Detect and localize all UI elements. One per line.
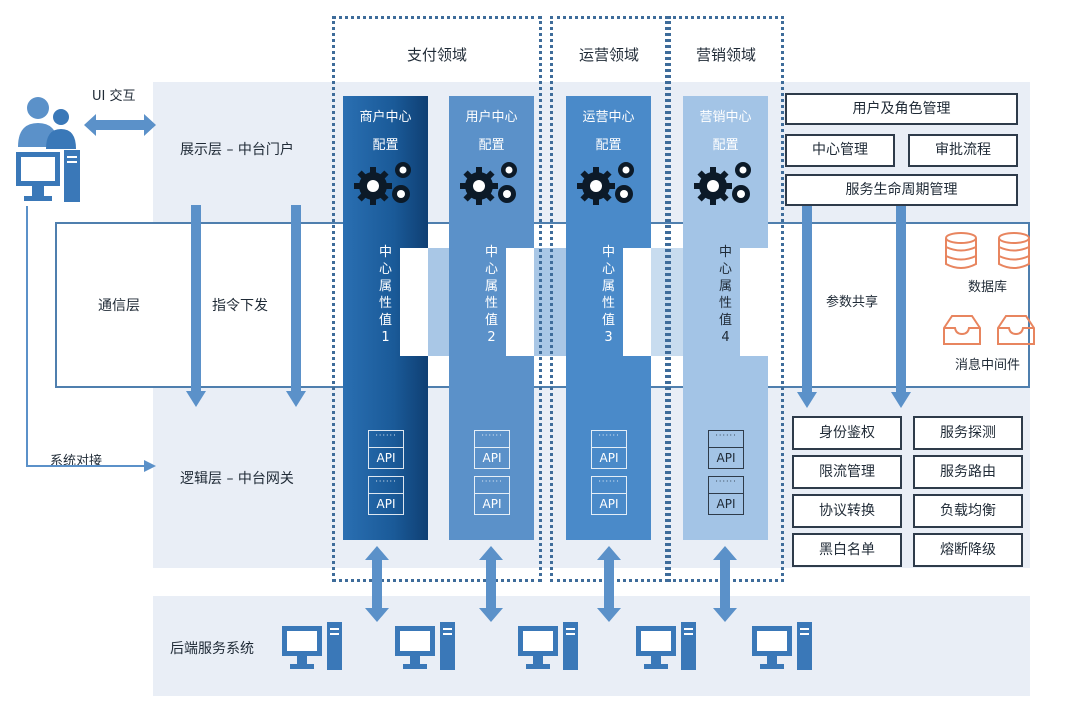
domain-title: 支付领域 xyxy=(406,46,467,64)
notch xyxy=(623,248,651,356)
backend-arrow xyxy=(365,546,389,622)
backend-arrow xyxy=(597,546,621,622)
config-label: 配置 xyxy=(372,138,399,153)
center-name: 用户中心 xyxy=(465,110,518,125)
system-connect-line xyxy=(26,206,156,472)
gateway-function-box: 限流管理 xyxy=(792,455,902,489)
inbox-tray-icon xyxy=(943,315,981,345)
domain-title: 运营领域 xyxy=(578,46,639,64)
gear-icon xyxy=(354,162,411,205)
communication-layer-label: 通信层 xyxy=(98,298,140,314)
gateway-function-box: 负载均衡 xyxy=(913,494,1023,528)
config-label: 配置 xyxy=(595,138,622,153)
ui-interaction-label: UI 交互 xyxy=(92,89,136,104)
database-label: 数据库 xyxy=(968,280,1008,295)
user-role-mgmt-box: 用户及角色管理 xyxy=(785,93,1018,125)
command-label: 指令下发 xyxy=(212,298,268,314)
domain-frame-operations xyxy=(550,16,668,582)
gear-icon xyxy=(694,162,751,205)
display-layer-label: 展示层 – 中台门户 xyxy=(180,142,294,158)
api-block: ······API xyxy=(474,430,510,470)
gear-icon xyxy=(577,162,634,205)
notch xyxy=(740,248,770,356)
gateway-function-box: 熔断降级 xyxy=(913,533,1023,567)
center-name: 营销中心 xyxy=(699,110,752,125)
middleware-label: 消息中间件 xyxy=(955,358,1021,373)
ui-arrow xyxy=(84,114,156,136)
domain-frame-payment xyxy=(332,16,542,582)
api-block: ······API xyxy=(591,430,627,470)
param-share-arrow xyxy=(797,204,817,408)
approval-box: 审批流程 xyxy=(908,134,1018,167)
api-block: ······API xyxy=(591,476,627,516)
center-mgmt-box: 中心管理 xyxy=(785,134,895,167)
computer-icon xyxy=(16,150,80,202)
command-arrow xyxy=(286,205,306,407)
param-share-arrow xyxy=(891,204,911,408)
inbox-tray-icon xyxy=(997,315,1035,345)
domain-title: 营销领域 xyxy=(695,46,756,64)
domain-frame-marketing xyxy=(668,16,784,582)
gear-icon xyxy=(460,162,517,205)
gateway-function-box: 身份鉴权 xyxy=(792,416,902,450)
backend-arrow xyxy=(479,546,503,622)
center-name: 运营中心 xyxy=(582,110,635,125)
api-block: ······API xyxy=(368,476,404,516)
logic-layer-label: 逻辑层 – 中台网关 xyxy=(180,471,294,487)
gateway-function-box: 服务探测 xyxy=(913,416,1023,450)
config-label: 配置 xyxy=(712,138,739,153)
notch xyxy=(428,248,449,356)
database-icon xyxy=(998,232,1030,269)
backend-layer-label: 后端服务系统 xyxy=(170,641,254,657)
config-label: 配置 xyxy=(478,138,505,153)
server-icon xyxy=(636,622,696,670)
server-icon xyxy=(752,622,812,670)
server-icon xyxy=(282,622,342,670)
param-share-label: 参数共享 xyxy=(826,295,879,310)
backend-arrow xyxy=(713,546,737,622)
api-block: ······API xyxy=(708,430,744,470)
database-icon xyxy=(945,232,977,269)
gateway-function-box: 协议转换 xyxy=(792,494,902,528)
gateway-function-box: 服务路由 xyxy=(913,455,1023,489)
notch xyxy=(506,248,534,356)
notch xyxy=(400,248,430,356)
api-block: ······API xyxy=(368,430,404,470)
lifecycle-box: 服务生命周期管理 xyxy=(785,174,1018,206)
server-icon xyxy=(395,622,455,670)
api-block: ······API xyxy=(708,476,744,516)
gateway-function-box: 黑白名单 xyxy=(792,533,902,567)
command-arrow xyxy=(186,205,206,407)
center-name: 商户中心 xyxy=(359,110,412,125)
user-group-icon xyxy=(18,97,76,149)
api-block: ······API xyxy=(474,476,510,516)
server-icon xyxy=(518,622,578,670)
